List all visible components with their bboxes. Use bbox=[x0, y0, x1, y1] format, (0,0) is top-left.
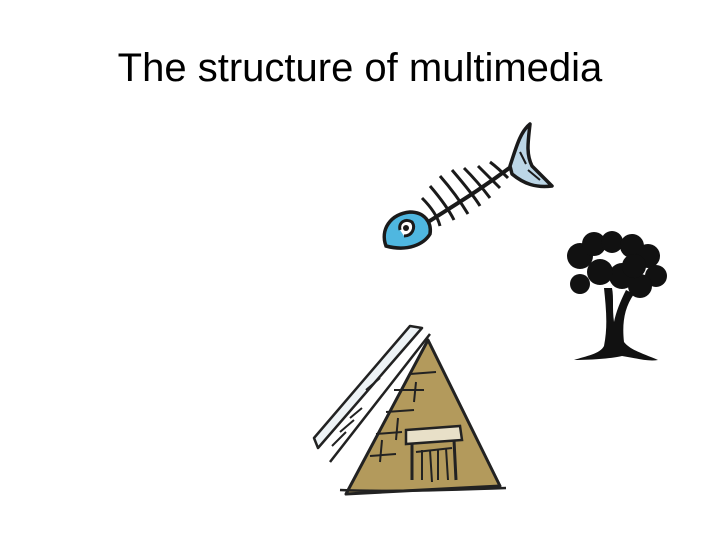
slide-title: The structure of multimedia bbox=[117, 46, 603, 90]
fish-bone-icon bbox=[382, 122, 554, 250]
tree-icon bbox=[567, 231, 667, 361]
a-frame-house-icon bbox=[312, 324, 507, 496]
